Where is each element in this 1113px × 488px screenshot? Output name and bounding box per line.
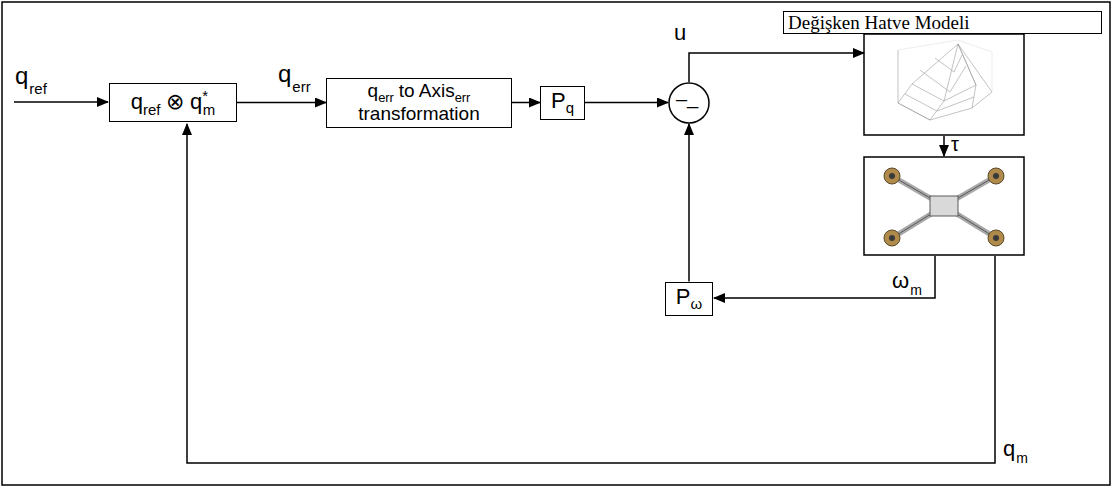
signal-connector	[585, 102, 668, 104]
operation-box: qref⊗q*m	[109, 83, 237, 122]
input-wire	[14, 101, 108, 103]
gain-box: Pω	[665, 282, 713, 316]
signal-name: q	[278, 62, 291, 86]
subscript-text: err	[378, 90, 394, 105]
model-box: Değişken Hatve Modeli	[864, 34, 1024, 135]
signal-subscript: m	[910, 283, 922, 297]
box-text: Pq	[551, 89, 574, 116]
subscript-text: m	[203, 101, 215, 118]
box-label: q	[190, 89, 202, 114]
model-heading: Değişken Hatve Modeli	[783, 11, 1102, 34]
gain-box: Pq	[540, 86, 585, 120]
sign-text: _	[687, 87, 698, 107]
rate-feedback-wire	[714, 256, 935, 298]
signal-name: τ	[951, 134, 959, 154]
surface-plot	[864, 34, 1024, 135]
box-label: ⊗	[166, 89, 184, 114]
signal-connector	[689, 53, 864, 82]
signal-subscript: ref	[29, 81, 47, 96]
box-label: q	[368, 80, 379, 101]
signal-name: u	[674, 22, 686, 44]
box-text: Pω	[676, 285, 702, 312]
sign-text: –	[676, 89, 687, 109]
quadcopter-picture	[864, 157, 1024, 255]
box-text: qerrto Axiserrtransformation	[358, 81, 479, 124]
box-text: qref⊗q*m	[131, 88, 215, 118]
signal-connector	[237, 102, 326, 104]
box-label: transformation	[358, 103, 479, 124]
subscript-text: ω	[691, 295, 703, 312]
signal-name: ω	[892, 270, 909, 292]
subscript-text: err	[455, 90, 471, 105]
signal-subscript: m	[1016, 451, 1028, 465]
signal-name: q	[1003, 438, 1015, 460]
summing-junction: –_	[668, 82, 710, 124]
transform-box: qerrto Axiserrtransformation	[326, 78, 512, 128]
box-label: P	[676, 284, 691, 309]
box-label: to Axis	[399, 80, 455, 101]
box-label: P	[551, 88, 566, 113]
signal-subscript: err	[292, 79, 310, 94]
subscript-text: q	[566, 99, 574, 116]
signal-connector	[688, 124, 690, 282]
torque-wire	[943, 136, 945, 156]
signal-name: q	[15, 64, 28, 88]
subscript-text: ref	[143, 101, 160, 118]
signal-connector	[512, 102, 540, 104]
box-label: q	[131, 89, 143, 114]
